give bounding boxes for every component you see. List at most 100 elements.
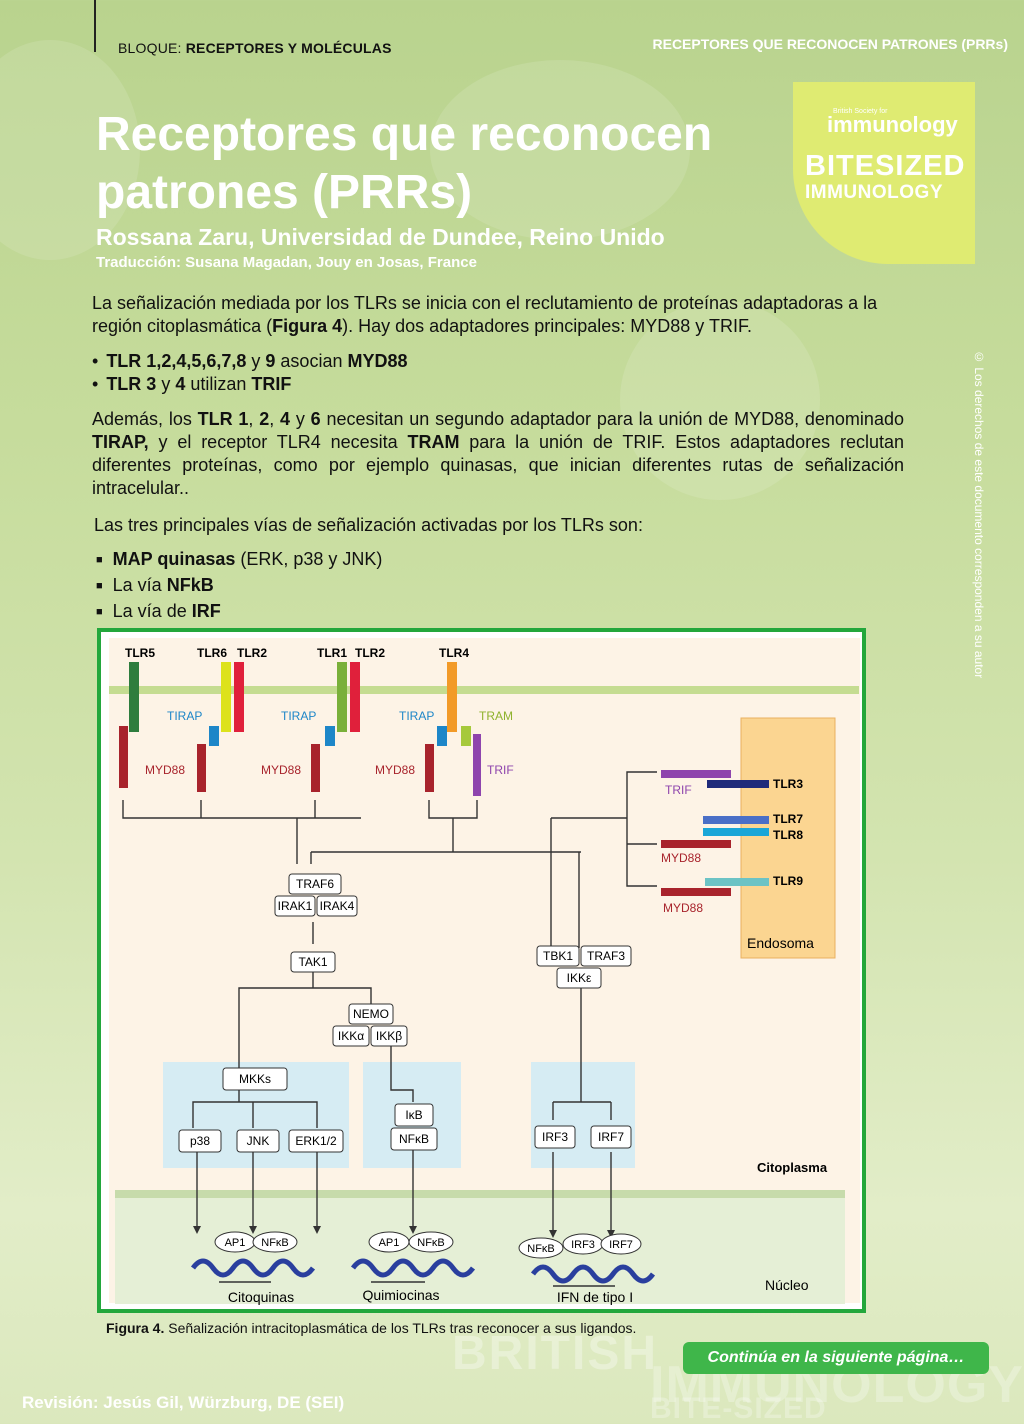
label-myd88-1: MYD88 xyxy=(145,763,185,777)
node-irf3 xyxy=(534,1125,576,1149)
tlr5-receptor xyxy=(129,662,139,732)
tf-nfkb-1-label: NFκB xyxy=(261,1237,289,1249)
myd88-3 xyxy=(311,744,320,792)
transcription-factors: AP1 NFκB AP1 NFκB NFκB IRF3 IRF7 xyxy=(214,1231,642,1259)
nuclear-membrane xyxy=(115,1190,845,1198)
node-ikke xyxy=(556,967,602,989)
tlr2-receptor xyxy=(234,662,244,732)
tf-nfkb-3-label: NFκB xyxy=(527,1243,555,1255)
background-blob xyxy=(430,60,690,240)
translator: Traducción: Susana Magadan, Jouy en Josa… xyxy=(96,254,477,271)
node-irak4-label: IRAK4 xyxy=(320,899,355,913)
copyright-notice: © Los derechos de este documento corresp… xyxy=(972,350,986,679)
tlr2-receptor-b xyxy=(350,662,360,732)
output-citoquinas: Citoquinas xyxy=(228,1289,294,1305)
label-tlr6: TLR6 xyxy=(197,646,227,660)
label-myd88-endo-1: MYD88 xyxy=(661,851,701,865)
node-traf3-label: TRAF3 xyxy=(587,949,625,963)
node-irf3-label: IRF3 xyxy=(542,1130,568,1144)
transcription-arrows xyxy=(219,1281,615,1287)
list-item: La vía NFkB xyxy=(96,574,382,600)
label-tirap-1: TIRAP xyxy=(167,709,202,723)
endosome-compartment xyxy=(740,717,836,959)
node-mkks-label: MKKs xyxy=(239,1072,271,1086)
label-myd88-2: MYD88 xyxy=(261,763,301,777)
logo-bitesized: BITESIZED xyxy=(805,150,966,182)
node-group: TRAF6 IRAK1 IRAK4 TAK1 NEMO IKKα IKKβ MK… xyxy=(178,873,632,1153)
brand-watermark-3: BITE-SIZED IMMUNOLOGY xyxy=(650,1392,827,1424)
node-ikb xyxy=(394,1103,434,1127)
label-tlr2-b: TLR2 xyxy=(355,646,385,660)
node-irak1 xyxy=(274,895,316,917)
tf-irf7-label: IRF7 xyxy=(609,1239,633,1251)
signal-connectors xyxy=(122,771,657,1128)
trif xyxy=(473,734,481,796)
output-labels: Citoquinas Quimiocinas IFN de tipo I xyxy=(228,1287,633,1305)
list-item: TLR 1,2,4,5,6,7,8 y 9 asocian MYD88 xyxy=(92,350,407,373)
bullet-list-pathways: MAP quinasas (ERK, p38 y JNK) La vía NFk… xyxy=(96,548,383,626)
label-myd88-3: MYD88 xyxy=(375,763,415,777)
page-title: Receptores que reconocen patrones (PRRs) xyxy=(96,108,713,219)
output-quimiocinas: Quimiocinas xyxy=(362,1287,439,1303)
output-ifn: IFN de tipo I xyxy=(557,1289,633,1305)
tlr4-receptor xyxy=(447,662,457,732)
tlr-signaling-diagram: TLR5 TLR6 TLR2 TLR1 TLR2 TLR4 TIRAP TIRA… xyxy=(109,638,860,1305)
node-erk-label: ERK1/2 xyxy=(295,1134,337,1148)
tf-irf7 xyxy=(600,1233,642,1255)
bullet-list-adaptors: TLR 1,2,4,5,6,7,8 y 9 asocian MYD88 TLR … xyxy=(92,350,408,396)
label-trif: TRIF xyxy=(487,763,514,777)
label-tram: TRAM xyxy=(479,709,513,723)
node-ikke-label: IKKε xyxy=(567,971,592,985)
arrows-to-nucleus xyxy=(196,1148,612,1232)
node-tak1-label: TAK1 xyxy=(298,955,327,969)
label-tirap-2: TIRAP xyxy=(281,709,316,723)
background-blob xyxy=(620,300,820,500)
header-divider xyxy=(94,0,96,52)
myd88-endo-2 xyxy=(661,888,731,896)
node-traf6-label: TRAF6 xyxy=(296,877,334,891)
node-nfkb-cyto xyxy=(390,1127,438,1151)
node-jnk-label: JNK xyxy=(247,1134,270,1148)
tf-ap1-1-label: AP1 xyxy=(225,1237,246,1249)
tf-ap1-2-label: AP1 xyxy=(379,1237,400,1249)
tirap-3 xyxy=(437,726,447,746)
block-header: BLOQUE: RECEPTORES Y MOLÉCULAS xyxy=(118,40,392,56)
tf-nfkb-1 xyxy=(252,1231,298,1253)
arrowheads xyxy=(193,1226,615,1238)
node-irak4 xyxy=(316,895,358,917)
label-tlr4: TLR4 xyxy=(439,646,469,660)
logo-immunology-2: IMMUNOLOGY xyxy=(805,182,943,203)
irf-region xyxy=(531,1062,635,1168)
tirap-2 xyxy=(325,726,335,746)
label-tlr2: TLR2 xyxy=(237,646,267,660)
background-blob xyxy=(0,40,140,260)
continue-next-page-button[interactable]: Continúa en la siguiente página… xyxy=(683,1342,989,1374)
node-traf3 xyxy=(580,945,632,967)
tf-nfkb-2-label: NFκB xyxy=(417,1237,445,1249)
list-item: La vía de IRF xyxy=(96,600,382,626)
node-tak1 xyxy=(290,951,336,973)
tlr7-receptor xyxy=(703,816,769,824)
section-header: RECEPTORES QUE RECONOCEN PATRONES (PRRs) xyxy=(652,36,1009,52)
myd88-2 xyxy=(197,744,206,792)
label-cytoplasm: Citoplasma xyxy=(757,1160,828,1175)
node-p38-label: p38 xyxy=(190,1134,210,1148)
trif-endo xyxy=(661,770,731,778)
dna-strands xyxy=(190,1258,656,1284)
list-item: TLR 3 y 4 utilizan TRIF xyxy=(92,373,408,396)
list-item: MAP quinasas (ERK, p38 y JNK) xyxy=(96,548,383,574)
paragraph-1: La señalización mediada por los TLRs se … xyxy=(92,293,878,336)
figure-caption: Figura 4. Señalización intracitoplasmáti… xyxy=(106,1320,637,1336)
node-irf7-label: IRF7 xyxy=(598,1130,624,1144)
node-ikkb xyxy=(370,1025,408,1047)
label-tlr7: TLR7 xyxy=(773,812,803,826)
tf-nfkb-2 xyxy=(408,1231,454,1253)
node-nfkb-cyto-label: NFκB xyxy=(399,1132,429,1146)
node-mkks xyxy=(222,1067,288,1091)
node-ikb-label: IκB xyxy=(405,1108,422,1122)
label-tirap-3: TIRAP xyxy=(399,709,434,723)
logo-immunology: immunology xyxy=(827,112,958,137)
bitesized-logo: British Society for immunology BITESIZED… xyxy=(793,82,975,264)
tram xyxy=(461,726,471,746)
myd88-endo-1 xyxy=(661,840,731,848)
